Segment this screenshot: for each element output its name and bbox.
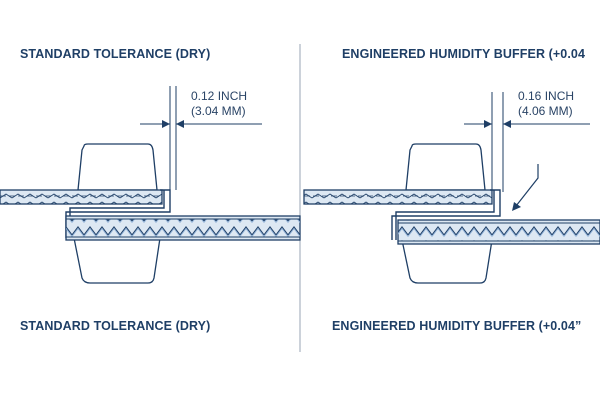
upper-board: [0, 189, 163, 205]
hook-edge: [391, 189, 501, 240]
panel-title-top: ENGINEERED HUMIDITY BUFFER (+0.04: [342, 47, 585, 61]
dimension-inch: 0.16 INCH: [518, 89, 574, 103]
upper-board: [303, 189, 493, 205]
dimension-mm: (3.04 MM): [191, 104, 246, 118]
lower-board: [397, 219, 600, 245]
panel-humidity-buffer: ENGINEERED HUMIDITY BUFFER (+0.04: [303, 47, 600, 333]
dimension-gap-buffer: 0.16 INCH (4.06 MM): [464, 89, 590, 211]
lower-board: [65, 215, 301, 241]
panel-standard-tolerance: STANDARD TOLERANCE (DRY) 0.1: [0, 47, 301, 333]
panel-title-top: STANDARD TOLERANCE (DRY): [20, 47, 210, 61]
dimension-gap-standard: 0.12 INCH (3.04 MM): [140, 86, 262, 190]
tab-block-upper: [77, 143, 158, 191]
panel-title-bottom: STANDARD TOLERANCE (DRY): [20, 319, 210, 333]
tab-block-upper: [405, 143, 486, 191]
dimension-mm: (4.06 MM): [518, 104, 573, 118]
tab-block-lower: [73, 237, 161, 284]
tab-block-lower: [401, 239, 493, 284]
panel-title-bottom: ENGINEERED HUMIDITY BUFFER (+0.04”: [332, 319, 581, 333]
dimension-inch: 0.12 INCH: [191, 89, 247, 103]
